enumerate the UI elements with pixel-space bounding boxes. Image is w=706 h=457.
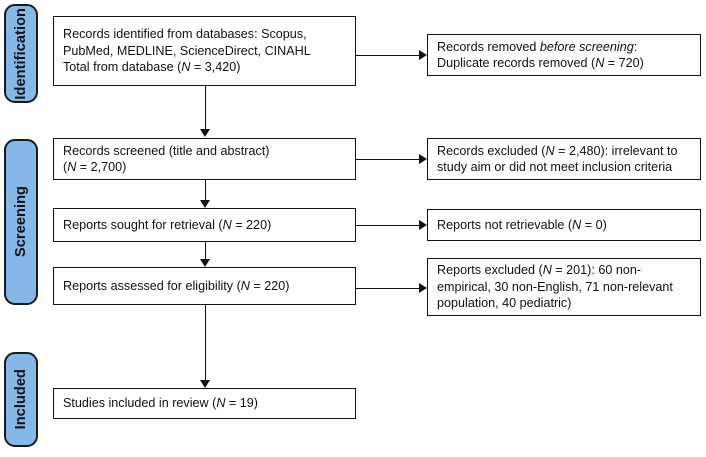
box-records-identified: Records identified from databases: Scopu… xyxy=(53,16,356,86)
box-reports-excluded: Reports excluded (N = 201): 60 non- empi… xyxy=(427,258,701,316)
line-3-prefix: Total from database ( xyxy=(63,60,182,75)
line-2-suffix: = 2,700) xyxy=(76,160,127,174)
stage-pill-included: Included xyxy=(4,352,38,447)
line-2-suffix: = 720) xyxy=(604,56,644,70)
line-1-prefix: Records removed xyxy=(437,39,540,54)
line-1-italic: N xyxy=(216,396,226,411)
line-1-suffix: = 19) xyxy=(225,396,258,411)
line-1-suffix: = 201): 60 non- xyxy=(551,263,642,278)
line-3-suffix: = 3,420) xyxy=(190,60,241,75)
stage-pill-identification: Identification xyxy=(4,4,38,103)
box-records-removed-text: Records removed before screening: Duplic… xyxy=(437,39,644,72)
connector-assessed-to-reports-excluded xyxy=(356,288,420,289)
connector-assessed-to-included xyxy=(205,305,206,381)
stage-pill-screening: Screening xyxy=(4,139,38,305)
line-2-italic: N xyxy=(67,160,77,174)
stage-label-screening: Screening xyxy=(12,186,29,258)
arrowhead-screened-to-excluded xyxy=(419,154,427,164)
arrowhead-sought-to-assessed xyxy=(200,259,210,267)
line-2-italic: N xyxy=(595,56,605,70)
line-1-suffix: : xyxy=(633,39,638,54)
connector-identified-to-screened xyxy=(205,86,206,130)
arrowhead-identified-to-screened xyxy=(200,129,210,137)
box-records-removed: Records removed before screening: Duplic… xyxy=(427,34,701,76)
connector-screened-to-sought xyxy=(205,180,206,201)
box-records-excluded: Records excluded (N = 2,480): irrelevant… xyxy=(427,138,701,180)
line-1-prefix: Studies included in review ( xyxy=(63,396,217,411)
line-1-italic: N xyxy=(572,217,582,232)
box-records-screened: Records screened (title and abstract) (N… xyxy=(53,138,356,180)
stage-label-included: Included xyxy=(12,369,29,430)
line-1-prefix: Reports excluded ( xyxy=(437,263,543,278)
line-3-italic: N xyxy=(181,60,191,75)
arrowhead-assessed-to-reports-excluded xyxy=(419,283,427,293)
line-1: Records identified from databases: Scopu… xyxy=(63,27,307,42)
connector-sought-to-assessed xyxy=(205,242,206,260)
line-1-suffix: = 220) xyxy=(249,278,290,293)
arrowhead-assessed-to-included xyxy=(200,380,210,388)
line-1-prefix: Records excluded ( xyxy=(437,143,546,158)
line-1-suffix: = 2,480): irrelevant to xyxy=(554,143,678,158)
box-reports-sought: Reports sought for retrieval (N = 220) xyxy=(53,208,356,242)
line-2-prefix: Duplicate records removed ( xyxy=(437,56,596,70)
connector-sought-to-not-retrievable xyxy=(356,225,420,226)
box-records-identified-text: Records identified from databases: Scopu… xyxy=(63,26,311,75)
arrowhead-sought-to-not-retrievable xyxy=(419,220,427,230)
box-reports-not-retrievable: Reports not retrievable (N = 0) xyxy=(427,209,701,241)
connector-screened-to-excluded xyxy=(356,159,420,160)
arrowhead-screened-to-sought xyxy=(200,200,210,208)
arrowhead-identified-to-removed xyxy=(419,50,427,60)
box-reports-assessed-text: Reports assessed for eligibility (N = 22… xyxy=(63,278,289,294)
line-1-italic: N xyxy=(545,143,555,158)
line-1-prefix: Reports assessed for eligibility ( xyxy=(63,278,241,293)
line-1-suffix: = 0) xyxy=(581,217,607,232)
box-reports-excluded-text: Reports excluded (N = 201): 60 non- empi… xyxy=(437,262,673,311)
line-1-italic: N xyxy=(542,263,552,278)
box-studies-included-text: Studies included in review (N = 19) xyxy=(63,395,258,411)
connector-identified-to-removed xyxy=(356,55,420,56)
box-reports-not-retrievable-text: Reports not retrievable (N = 0) xyxy=(437,217,607,233)
box-records-excluded-text: Records excluded (N = 2,480): irrelevant… xyxy=(437,143,677,176)
line-1-prefix: Reports sought for retrieval ( xyxy=(63,217,223,232)
box-reports-sought-text: Reports sought for retrieval (N = 220) xyxy=(63,217,271,233)
box-reports-assessed: Reports assessed for eligibility (N = 22… xyxy=(53,267,356,305)
line-2-prefix: ( xyxy=(63,160,68,174)
line-3: population, 40 pediatric) xyxy=(437,296,572,311)
line-2: study aim or did not meet inclusion crit… xyxy=(437,160,673,174)
line-1-italic: before screening xyxy=(539,39,634,54)
line-1: Records screened (title and abstract) xyxy=(63,143,270,158)
stage-label-identification: Identification xyxy=(12,7,29,100)
line-1-suffix: = 220) xyxy=(231,217,272,232)
line-1-prefix: Reports not retrievable ( xyxy=(437,217,573,232)
box-records-screened-text: Records screened (title and abstract) (N… xyxy=(63,143,270,176)
line-1-italic: N xyxy=(222,217,232,232)
box-studies-included: Studies included in review (N = 19) xyxy=(53,388,356,419)
line-2: PubMed, MEDLINE, ScienceDirect, CINAHL xyxy=(63,43,311,58)
line-1-italic: N xyxy=(240,278,250,293)
line-2: empirical, 30 non-English, 71 non-releva… xyxy=(437,279,673,294)
